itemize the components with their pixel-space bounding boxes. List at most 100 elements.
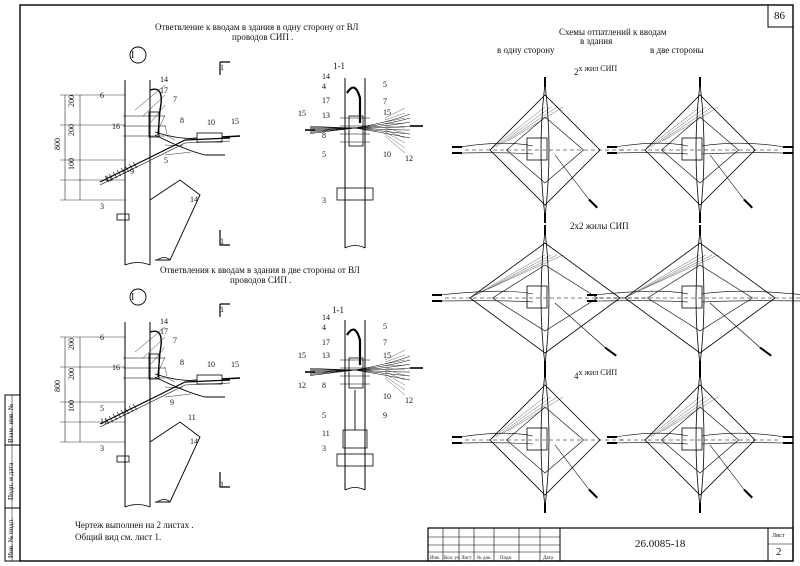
bottom-right-part-6: 13 <box>322 351 330 360</box>
bottom-circle-label: I <box>131 292 135 303</box>
bottom-section-leader <box>384 364 406 367</box>
bottom-section-leader <box>384 354 406 363</box>
top-title-2: проводов СИП . <box>232 32 294 42</box>
top-section-clamp-3 <box>336 187 374 201</box>
bottom-left-part-2: 6 <box>100 333 104 342</box>
top-side-clamp-10 <box>196 132 223 143</box>
bottom-side-hook-14 <box>149 330 162 378</box>
bottom-side-leader <box>158 356 166 371</box>
bottom-side-branch-5 <box>154 376 225 398</box>
scheme-4-two-feeder-end <box>743 488 753 499</box>
top-section-cable-right <box>354 117 411 129</box>
top-side-strut-break <box>156 257 171 261</box>
bottom-section-cable-right <box>354 359 411 371</box>
top-left-part-4: 16 <box>112 122 120 131</box>
scheme-2x2-one-strand <box>487 254 564 290</box>
top-side-cable-15 <box>221 135 241 138</box>
top-right-part-2: 5 <box>383 80 387 89</box>
bottom-left-part-8: 11 <box>100 417 108 426</box>
bottom-right-part-11: 12 <box>405 396 413 405</box>
top-section-leader <box>384 107 406 119</box>
scheme-2x2-two-lead <box>594 290 689 296</box>
top-side-leader <box>164 151 192 156</box>
top-side-leader <box>158 114 166 129</box>
bottom-right-part-14: 11 <box>322 429 330 438</box>
bottom-side-main-cable <box>99 379 231 425</box>
scheme-2x2-one-bundle <box>544 230 550 366</box>
bottom-right-part-12: 5 <box>322 411 326 420</box>
bottom-right-part-2: 5 <box>383 322 387 331</box>
top-side-bracket <box>148 111 160 138</box>
scheme-2x2-one-lead <box>439 300 534 303</box>
scheme-2x2-two-branch-box <box>681 285 703 309</box>
bottom-left-part-7: 8 <box>180 358 184 367</box>
top-side-twist <box>120 167 126 175</box>
scheme-2x2-two-strand <box>636 254 713 293</box>
bottom-section-leader <box>384 377 406 396</box>
tb-col-podp: Подп. <box>500 556 513 561</box>
tb-col-doc: № док. <box>477 556 492 561</box>
bottom-side-twist <box>128 405 134 413</box>
top-side-twist <box>108 173 114 181</box>
bottom-section-leader <box>384 375 406 391</box>
tb-col-list: Лист <box>461 556 472 561</box>
scheme-2x2-two-bundle <box>695 230 701 366</box>
scheme-2x2-one-strand <box>475 254 552 296</box>
top-dim-2: 200 <box>67 124 76 136</box>
bottom-side-bolt-3 <box>116 455 130 463</box>
bottom-side-leader <box>164 393 192 398</box>
top-right-part-4: 7 <box>383 97 387 106</box>
scheme-4-one-strand <box>507 396 564 432</box>
top-right-part-3: 17 <box>322 96 330 105</box>
scheme-col-one-side: в одну сторону <box>497 45 555 55</box>
scheme-2-two-lead <box>701 152 786 155</box>
scheme-4-two-strand <box>644 396 701 441</box>
top-section-leader <box>384 135 406 154</box>
scheme-2x2-one-bundle <box>540 230 546 366</box>
scheme-row1-label: 2х жил СИП <box>574 64 618 77</box>
top-side-branch-5 <box>154 134 225 156</box>
bottom-section-leader <box>384 369 406 376</box>
top-left-part-1: 17 <box>160 86 168 95</box>
top-right-part-0: 14 <box>322 72 330 81</box>
bottom-right-part-10: 10 <box>383 392 391 401</box>
bottom-right-part-4: 7 <box>383 338 387 347</box>
bottom-side-twist <box>120 409 126 417</box>
bottom-section-bracket <box>348 357 364 389</box>
scheme-2x2-one-feeder-end <box>604 346 617 357</box>
scheme-4-one-lead <box>459 432 534 438</box>
scheme-2-two-lead <box>614 152 689 155</box>
top-dim-3: 100 <box>67 158 76 170</box>
bottom-title-2: проводов СИП . <box>230 275 292 285</box>
scheme-2-two-strand <box>662 106 719 142</box>
stamp-inv-podl: Инв. № подл. <box>7 518 15 558</box>
bottom-side-section-mark-a <box>219 303 230 317</box>
scheme-2-two-strand <box>656 106 713 145</box>
scheme-2-one-bundle <box>540 82 546 218</box>
bottom-left-part-13: 14 <box>190 437 198 446</box>
top-dim-1: 200 <box>67 95 76 107</box>
bottom-side-branch <box>154 373 198 381</box>
bottom-side-twist <box>116 411 122 419</box>
top-side-hook-14 <box>149 88 162 136</box>
scheme-2-one-lead <box>459 152 534 155</box>
scheme-2-two-feeder <box>709 154 745 200</box>
scheme-2-two-feeder-end <box>743 198 753 209</box>
scheme-4-two-lead <box>701 432 786 438</box>
top-section-leader <box>384 129 406 139</box>
bottom-section-box <box>342 429 368 449</box>
bottom-left-part-5: 10 <box>207 360 215 369</box>
top-section-cable-left <box>309 127 356 134</box>
note-line-1: Чертеж выполнен на 2 листах . <box>75 520 194 530</box>
top-section-cable-right <box>354 127 411 135</box>
bottom-side-cable-15 <box>221 377 241 380</box>
scheme-4-two-strand <box>662 396 719 432</box>
bottom-section-cable-right <box>354 363 411 371</box>
bottom-left-part-6: 15 <box>231 360 239 369</box>
scheme-4-two-strand <box>650 396 707 438</box>
top-right-part-1: 4 <box>322 82 326 91</box>
scheme-2x2-two-feeder <box>709 302 761 348</box>
scheme-4-one-feeder-end <box>588 488 598 499</box>
sheet-number: 2 <box>776 546 782 558</box>
